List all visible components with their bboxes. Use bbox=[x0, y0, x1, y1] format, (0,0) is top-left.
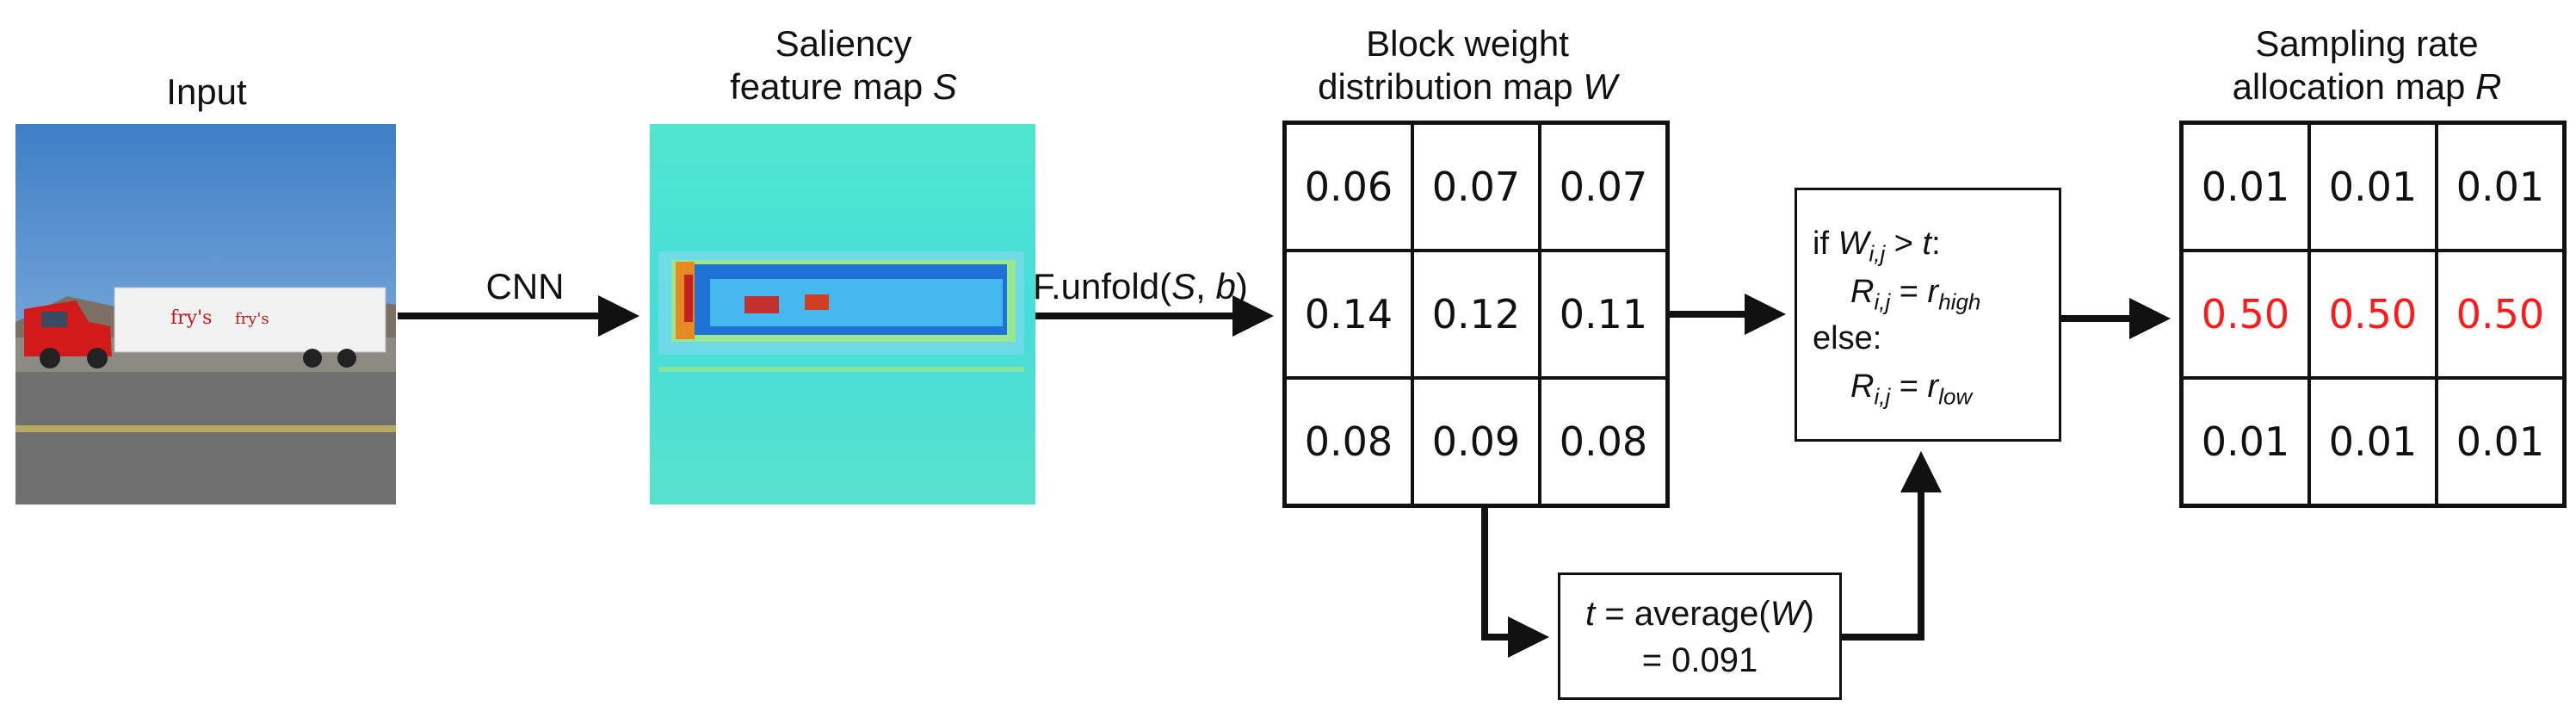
rate-cell: 0.01 bbox=[2309, 378, 2437, 505]
input-label: Input bbox=[166, 71, 247, 112]
input-image: fry's fry's bbox=[15, 124, 396, 504]
weight-cell: 0.07 bbox=[1540, 123, 1667, 251]
rate-cell-high: 0.50 bbox=[2437, 251, 2564, 378]
rate-cell: 0.01 bbox=[2182, 123, 2309, 251]
weight-map-grid: 0.06 0.07 0.07 0.14 0.12 0.11 0.08 0.09 … bbox=[1282, 121, 1670, 508]
condition-low-line: Ri,j = rlow bbox=[1850, 368, 1973, 410]
rate-map-label: Sampling rate allocation map R bbox=[2232, 23, 2502, 107]
weight-cell: 0.06 bbox=[1285, 123, 1412, 251]
rate-cell: 0.01 bbox=[2437, 378, 2564, 505]
threshold-line1: t = average(W) bbox=[1585, 595, 1814, 633]
rate-cell: 0.01 bbox=[2182, 378, 2309, 505]
cnn-label: CNN bbox=[485, 266, 565, 306]
weight-cell: 0.12 bbox=[1412, 251, 1540, 378]
condition-box: if Wi,j > t: Ri,j = rhigh else: Ri,j = r… bbox=[1795, 188, 2061, 442]
rate-cell-high: 0.50 bbox=[2182, 251, 2309, 378]
saliency-label: Saliency feature map S bbox=[730, 23, 957, 107]
weight-map-label: Block weight distribution map W bbox=[1318, 23, 1617, 107]
weight-cell: 0.08 bbox=[1285, 378, 1412, 505]
weight-cell: 0.14 bbox=[1285, 251, 1412, 378]
weight-cell: 0.08 bbox=[1540, 378, 1667, 505]
weight-to-threshold-arrow bbox=[1481, 508, 1549, 658]
threshold-line2: = 0.091 bbox=[1641, 641, 1758, 679]
saliency-heatmap bbox=[650, 124, 1035, 504]
rate-map-grid: 0.01 0.01 0.01 0.50 0.50 0.50 0.01 0.01 … bbox=[2179, 121, 2567, 508]
rate-cell: 0.01 bbox=[2309, 123, 2437, 251]
weight-cell: 0.07 bbox=[1412, 123, 1540, 251]
condition-else-line: else: bbox=[1813, 320, 1882, 356]
svg-text:fry's: fry's bbox=[170, 307, 212, 329]
svg-text:fry's: fry's bbox=[235, 310, 269, 328]
threshold-box: t = average(W) = 0.091 bbox=[1558, 573, 1842, 700]
condition-high-line: Ri,j = rhigh bbox=[1850, 274, 1981, 315]
weight-cell: 0.11 bbox=[1540, 251, 1667, 378]
rate-cell: 0.01 bbox=[2437, 123, 2564, 251]
unfold-label: F.unfold(S, b) bbox=[1033, 266, 1248, 306]
rate-cell-high: 0.50 bbox=[2309, 251, 2437, 378]
weight-cell: 0.09 bbox=[1412, 378, 1540, 505]
threshold-to-condition-arrow bbox=[1842, 451, 1942, 641]
condition-if-line: if Wi,j > t: bbox=[1813, 226, 1941, 267]
